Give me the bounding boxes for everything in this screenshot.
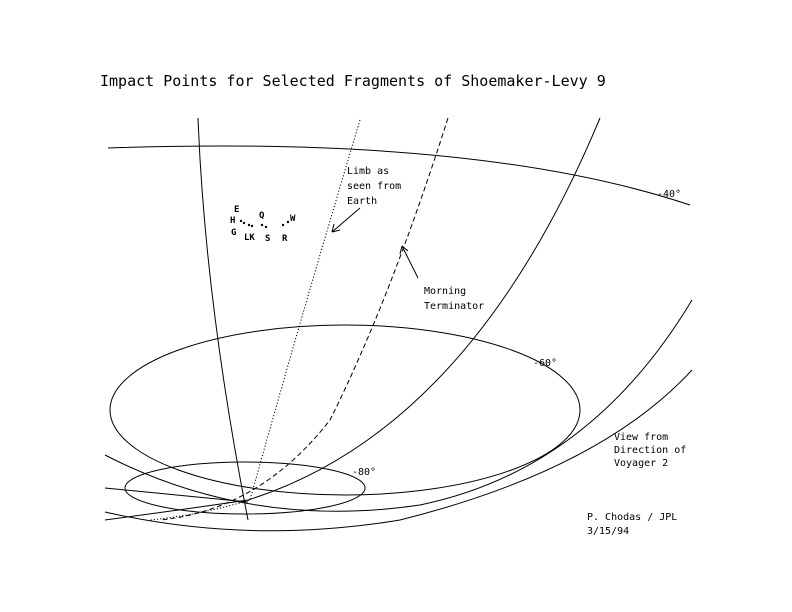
latitude-40-arc	[107, 145, 691, 206]
meridian-left	[197, 117, 249, 521]
latitude-80-label: -80°	[352, 467, 376, 478]
diagram-title: Impact Points for Selected Fragments of …	[100, 72, 606, 90]
fragment-label-e: E	[234, 205, 239, 215]
meridian-lower	[104, 499, 249, 521]
view-label-line1: View from	[614, 432, 668, 443]
fragment-label-w: W	[290, 214, 296, 224]
fragment-point-w	[286, 220, 290, 224]
fragment-point-s	[264, 225, 268, 229]
outer-arc-lower	[104, 369, 693, 532]
latitude-80-ellipse	[124, 461, 366, 515]
fragment-point-r	[281, 223, 285, 227]
terminator-label-line2: Terminator	[424, 301, 484, 312]
fragment-impacts: E H G LK Q S W R	[230, 205, 296, 244]
latitude-60-label: -60°	[533, 358, 557, 369]
credit-author: P. Chodas / JPL	[587, 512, 677, 523]
latitude-60-ellipse	[109, 324, 581, 496]
fragment-label-g: G	[231, 228, 236, 238]
limb-label-line2: seen from	[347, 181, 401, 192]
meridian-right	[247, 117, 601, 501]
fragment-label-s: S	[265, 234, 270, 244]
fragment-label-r: R	[282, 234, 288, 244]
latitude-40-label: -40°	[657, 189, 681, 200]
fragment-point-h	[239, 219, 243, 223]
fragment-label-lk: LK	[244, 233, 255, 243]
credit-date: 3/15/94	[587, 526, 629, 537]
terminator-arrow-head	[399, 245, 409, 255]
limb-curve	[149, 119, 361, 521]
terminator-arrow-line	[401, 245, 419, 279]
terminator-curve	[159, 117, 449, 521]
view-label-line2: Direction of	[614, 445, 686, 456]
outer-arc-upper	[104, 299, 693, 512]
view-label-line3: Voyager 2	[614, 458, 668, 469]
fragment-point-k	[250, 224, 254, 228]
limb-arrow-head	[331, 223, 341, 233]
limb-arrow-line	[331, 207, 361, 233]
pole-arc-left	[104, 487, 249, 503]
limb-label-line1: Limb as	[347, 166, 389, 177]
fragment-label-q: Q	[259, 211, 265, 221]
terminator-label-line1: Morning	[424, 286, 466, 297]
fragment-point-l	[247, 223, 251, 227]
fragment-point-g	[242, 221, 246, 225]
fragment-label-h: H	[230, 216, 235, 226]
fragment-point-q	[260, 223, 264, 227]
limb-label-line3: Earth	[347, 196, 377, 207]
